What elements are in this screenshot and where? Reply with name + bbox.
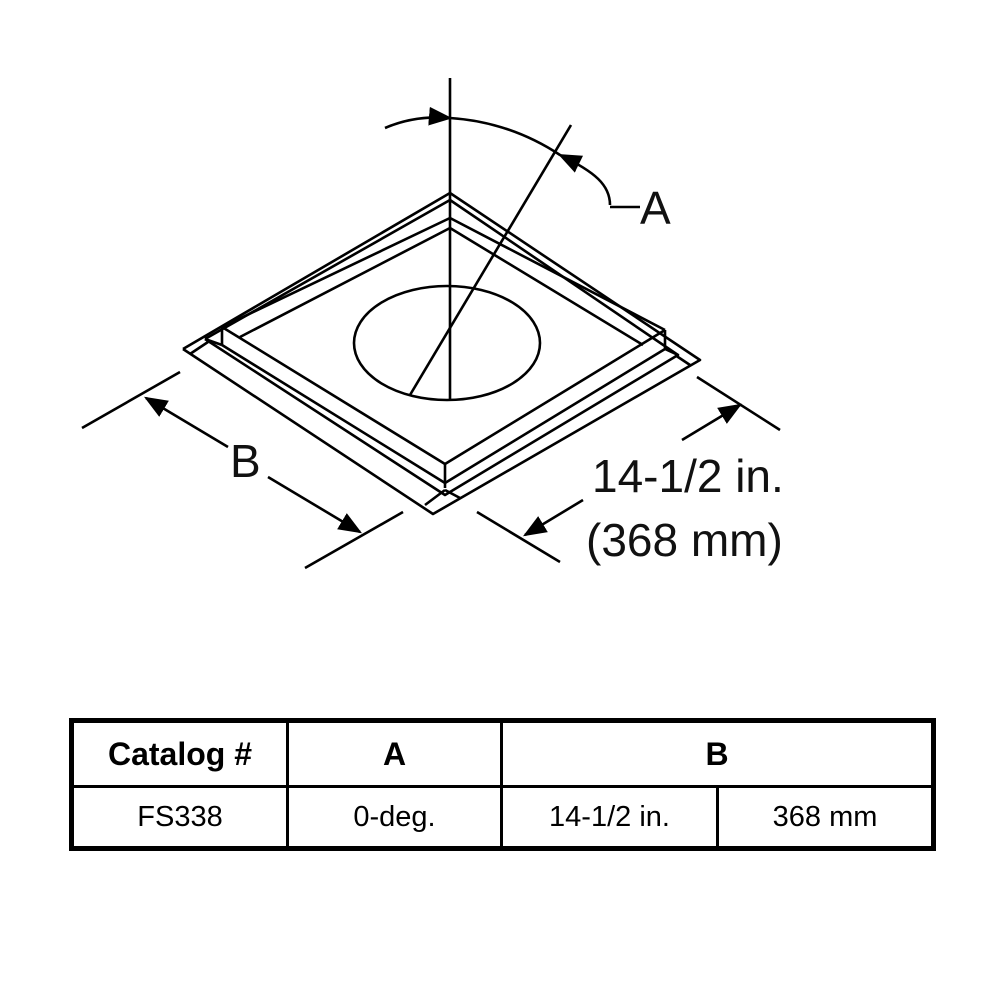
b-arrow-top <box>143 396 229 449</box>
dim-extension-right <box>696 375 781 432</box>
label-a: A <box>640 182 671 234</box>
cell-catalog: FS338 <box>70 785 289 850</box>
firestop-plate-diagram: A B 14-1/2 in. (368 mm) <box>81 78 784 570</box>
pipe-hole <box>352 284 542 402</box>
angle-arc-right <box>557 153 612 206</box>
dim-arrow-up <box>681 403 743 442</box>
table-header-row: Catalog # A B <box>70 719 936 788</box>
table-row: FS338 0-deg. 14-1/2 in. 368 mm <box>70 785 936 850</box>
header-a: A <box>286 719 503 788</box>
angle-arc <box>384 106 453 130</box>
header-b: B <box>499 719 936 788</box>
dimension-imperial: 14-1/2 in. <box>592 450 784 502</box>
plate-outline <box>182 191 702 516</box>
offset-axis <box>408 124 573 396</box>
b-extension-bottom <box>304 510 404 570</box>
b-extension-top <box>81 370 181 430</box>
cell-b-in: 14-1/2 in. <box>500 785 719 850</box>
spec-table: Catalog # A B FS338 0-deg. 14-1/2 in. 36… <box>69 718 937 851</box>
header-catalog: Catalog # <box>70 719 289 788</box>
dim-extension-left <box>476 510 561 564</box>
dim-arrow-down <box>522 498 584 537</box>
b-arrow-bottom <box>267 475 363 534</box>
label-b: B <box>230 435 261 487</box>
cell-b-mm: 368 mm <box>715 785 936 850</box>
dimension-metric: (368 mm) <box>586 514 783 566</box>
cell-a: 0-deg. <box>286 785 503 850</box>
